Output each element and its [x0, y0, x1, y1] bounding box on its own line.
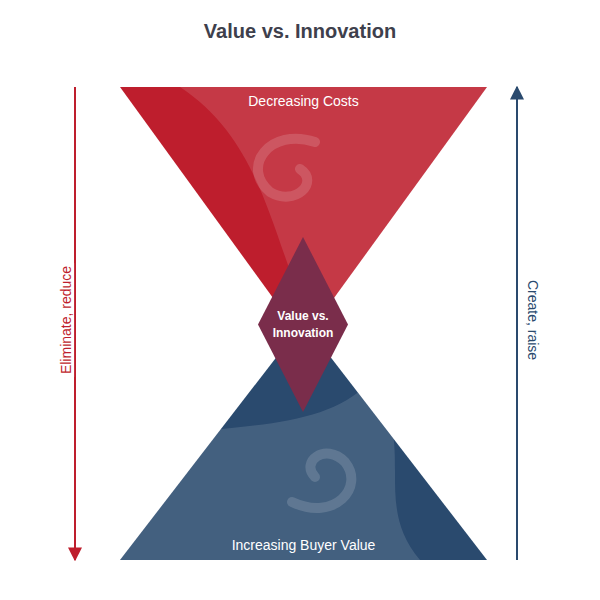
value-diamond: Value vs. Innovation [258, 237, 348, 412]
shape-label: Increasing Buyer Value [232, 537, 376, 553]
side-label: Eliminate, reduce [58, 263, 74, 377]
shape-label: Value vs. Innovation [273, 308, 334, 340]
shape-outline [258, 237, 348, 412]
shape-fill [120, 322, 487, 560]
wave-swirl [120, 382, 420, 560]
shape-label: Decreasing Costs [248, 93, 359, 109]
diagram-title: Value vs. Innovation [0, 20, 600, 43]
down-arrow [74, 87, 76, 560]
side-label: Create, raise [525, 277, 541, 363]
wave-curl [258, 139, 315, 197]
wave-curl [292, 454, 351, 508]
up-arrow [516, 87, 518, 560]
